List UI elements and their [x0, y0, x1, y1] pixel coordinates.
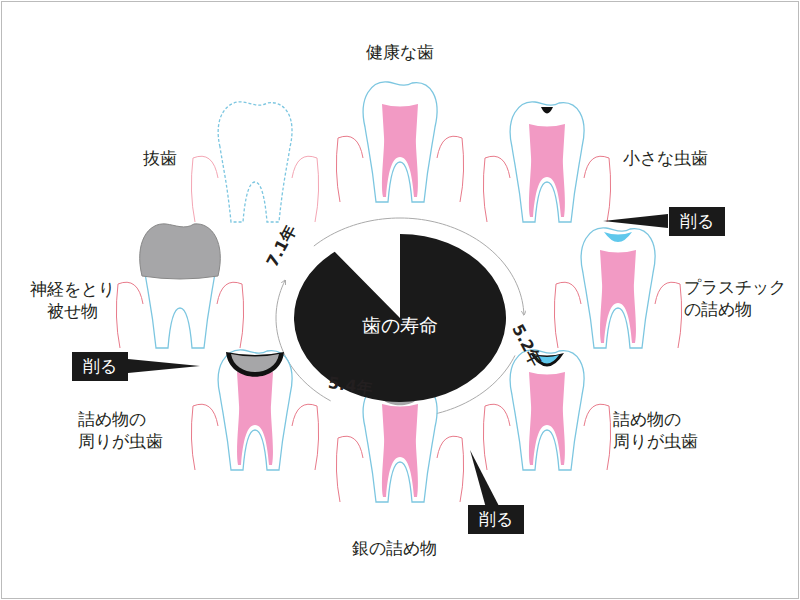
gum-line	[191, 158, 195, 222]
gum-line	[315, 158, 319, 222]
gum-line	[193, 156, 218, 178]
gum-line	[116, 284, 120, 348]
gum-line	[556, 282, 581, 304]
pie-fill	[294, 234, 506, 402]
gum-line	[336, 438, 340, 502]
callout-text: 削る	[83, 356, 117, 376]
gum-line	[292, 156, 317, 178]
gum-line	[485, 156, 510, 178]
gum-line	[607, 158, 611, 222]
silver-filling	[231, 354, 279, 372]
pulp	[600, 250, 636, 343]
tooth-figure	[191, 350, 318, 470]
gum-line	[485, 404, 510, 426]
teeth	[116, 82, 681, 502]
gum-line	[554, 284, 558, 348]
gum-line	[483, 158, 487, 222]
gum-line	[437, 136, 462, 158]
gum-line	[292, 404, 317, 426]
tooth-figure	[116, 224, 243, 348]
gum-line	[460, 138, 464, 202]
pulp	[529, 124, 565, 217]
center-title: 歯の寿命	[362, 313, 438, 339]
tooth-outline	[218, 102, 292, 222]
gum-line	[338, 436, 363, 458]
gum-line	[217, 282, 242, 304]
gum-line	[584, 404, 609, 426]
callout-pointer	[128, 359, 200, 373]
callout-text: 削る	[479, 509, 513, 529]
stage-label: 神経をとり 被せ物	[22, 278, 122, 322]
stage-label: 小さな虫歯	[610, 147, 720, 169]
stage-label: 健康な歯	[350, 41, 450, 63]
plastic-filling	[604, 232, 632, 242]
gum-line	[655, 282, 680, 304]
root-canal	[166, 280, 194, 343]
gum-line	[240, 284, 244, 348]
tooth-outline	[363, 82, 437, 202]
stage-label: 銀の詰め物	[334, 537, 454, 559]
gum-line	[678, 284, 682, 348]
callout-box: 削る	[72, 352, 128, 381]
callout-pointer	[603, 214, 668, 228]
tooth-figure	[554, 228, 681, 348]
tooth-figure	[483, 350, 610, 470]
gum-line	[460, 438, 464, 502]
callout-box: 削る	[669, 207, 725, 236]
pulp	[382, 404, 418, 497]
gum-line	[584, 156, 609, 178]
caries	[226, 352, 284, 377]
tooth-outline	[510, 350, 584, 470]
gum-line	[315, 406, 319, 470]
stage-label: 詰め物の 周りが虫歯	[78, 408, 178, 452]
tooth-outline	[510, 102, 584, 222]
callout-box: 削る	[468, 505, 524, 534]
stage-label: プラスチック の詰め物	[684, 276, 796, 320]
lifespan-years: 5.2年	[506, 320, 545, 369]
pulp	[382, 104, 418, 197]
tooth-outline	[581, 228, 655, 348]
pie-shape: 歯の寿命	[294, 234, 506, 402]
pulp	[237, 372, 273, 465]
gum-line	[483, 406, 487, 470]
pulp	[529, 372, 565, 465]
tooth-figure	[336, 82, 463, 202]
gum-line	[193, 404, 218, 426]
callout-pointer	[470, 450, 500, 508]
lifespan-years: 7.1年	[262, 221, 301, 270]
stage-label: 詰め物の 周りが虫歯	[613, 408, 713, 452]
tooth-figure	[483, 102, 610, 222]
stage-label: 抜歯	[130, 147, 190, 169]
cycle-ring	[276, 218, 524, 418]
caries	[541, 107, 553, 114]
gum-line	[191, 406, 195, 470]
gum-line	[336, 138, 340, 202]
tooth-figure	[191, 102, 318, 222]
gum-line	[118, 282, 143, 304]
gum-line	[338, 136, 363, 158]
tooth-outline	[218, 350, 292, 470]
gum-line	[437, 436, 462, 458]
callout-text: 削る	[680, 211, 714, 231]
crown-cap	[140, 224, 221, 279]
gum-line	[607, 406, 611, 470]
